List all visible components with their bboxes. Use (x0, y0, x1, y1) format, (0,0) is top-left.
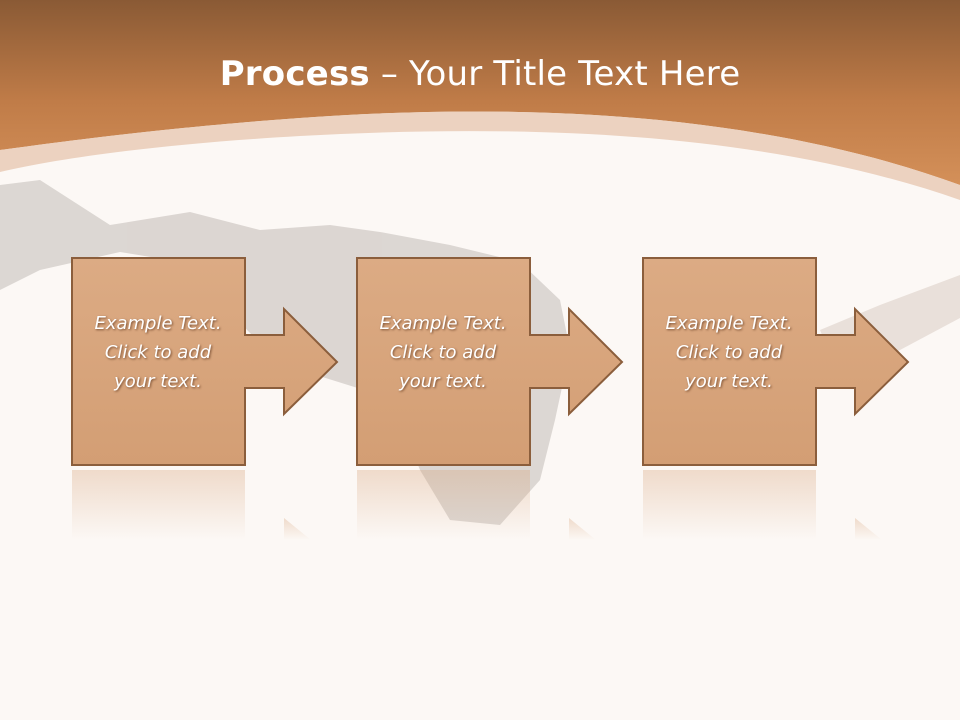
step-text[interactable]: Example Text. Click to add your text. (642, 309, 816, 396)
header-band (0, 0, 960, 185)
step-text[interactable]: Example Text. Click to add your text. (356, 309, 530, 396)
step-text[interactable]: Example Text. Click to add your text. (71, 309, 245, 396)
step-text-line: Example Text. (665, 313, 793, 334)
step-reflection-3 (642, 470, 912, 540)
title-rest-text: – Your Title Text Here (369, 54, 741, 94)
step-text-line: Click to add (389, 342, 497, 363)
title-bold-text: Process (219, 54, 370, 94)
step-text-line: Click to add (675, 342, 783, 363)
process-step-1[interactable]: Example Text. Click to add your text. (71, 257, 341, 467)
step-reflection-2 (356, 470, 626, 540)
step-arrow-shape (356, 257, 624, 466)
step-arrow-shape (71, 257, 339, 466)
step-reflection-1 (71, 470, 341, 540)
step-text-line: Example Text. (94, 313, 222, 334)
step-text-line: Example Text. (379, 313, 507, 334)
step-arrow-shape (642, 257, 910, 466)
process-step-3[interactable]: Example Text. Click to add your text. (642, 257, 912, 467)
step-text-line: Click to add (104, 342, 212, 363)
step-text-line: your text. (685, 371, 773, 392)
step-text-line: your text. (114, 371, 202, 392)
slide-title[interactable]: Process – Your Title Text Here (0, 52, 960, 96)
step-text-line: your text. (399, 371, 487, 392)
header-swoosh (0, 111, 960, 200)
process-step-2[interactable]: Example Text. Click to add your text. (356, 257, 626, 467)
